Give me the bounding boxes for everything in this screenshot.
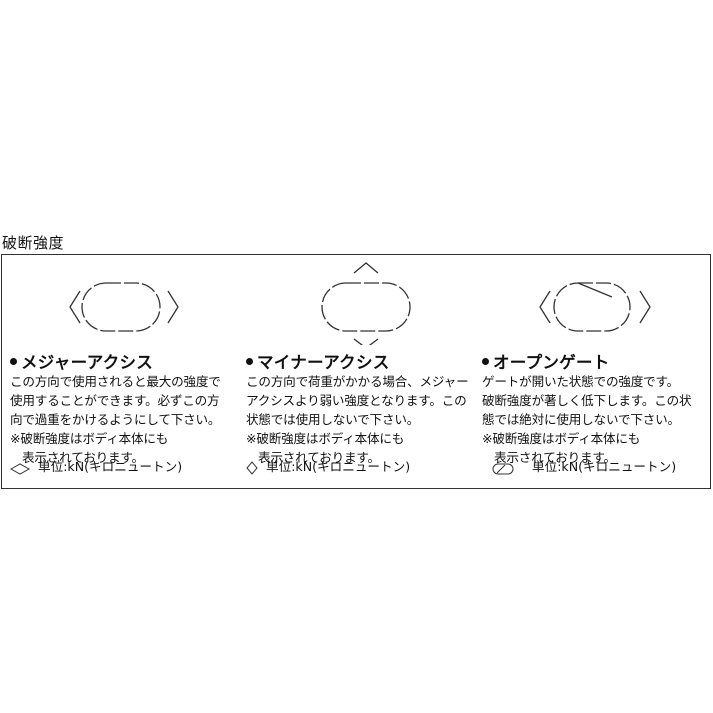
heading-minor-axis: マイナーアクシス (246, 349, 390, 373)
major-axis-diagram-icon (69, 282, 179, 332)
description-line: 状態では使用しないで下さい。 (246, 412, 420, 427)
description-line: 態では絶対に使用しないで下さい。 (482, 412, 680, 427)
heading-text: マイナーアクシス (257, 353, 390, 372)
note-line: ※破断強度はボディ本体にも (482, 431, 641, 446)
description-line: 使用することができます。必ずこの方 (10, 393, 220, 408)
description-line: この方向で荷重がかかる場合、メジャー (246, 374, 469, 389)
column-minor-axis: マイナーアクシス この方向で荷重がかかる場合、メジャー アクシスより弱い強度とな… (238, 255, 474, 488)
column-major-axis: メジャーアクシス この方向で使用されると最大の強度で 使用することができます。必… (2, 255, 238, 488)
unit-row: 単位:kN(キロニュートン) (238, 456, 411, 476)
column-open-gate: オープンゲート ゲートが開いた状態での強度です。 破断強度が著しく低下します。こ… (474, 255, 710, 488)
description-open-gate: ゲートが開いた状態での強度です。 破断強度が著しく低下します。この状 態では絶対… (482, 372, 713, 467)
heading-text: オープンゲート (493, 353, 610, 372)
unit-row: 単位:kN(キロニュートン) (2, 456, 182, 475)
description-minor-axis: この方向で荷重がかかる場合、メジャー アクシスより弱い強度となります。この 状態… (246, 372, 478, 467)
open-gate-diagram-icon (539, 282, 651, 332)
diamond-wide-icon (2, 460, 38, 475)
bullet-icon (246, 358, 253, 365)
open-gate-oval-icon (474, 460, 532, 475)
diamond-tall-icon (238, 460, 266, 476)
description-line: アクシスより弱い強度となります。この (246, 393, 467, 408)
section-title: 破断強度 (2, 234, 65, 252)
unit-label: 単位:kN(キロニュートン) (532, 459, 677, 474)
description-major-axis: この方向で使用されると最大の強度で 使用することができます。必ずこの方 向で過重… (10, 372, 242, 467)
breaking-strength-panel: メジャーアクシス この方向で使用されると最大の強度で 使用することができます。必… (1, 254, 711, 489)
description-line: この方向で使用されると最大の強度で (10, 374, 221, 389)
bullet-icon (482, 358, 489, 365)
note-line: 表示されております。 (258, 450, 380, 465)
note-line: ※破断強度はボディ本体にも (10, 431, 169, 446)
bullet-icon (10, 358, 17, 365)
heading-text: メジャーアクシス (21, 353, 154, 372)
description-line: ゲートが開いた状態での強度です。 (482, 374, 680, 389)
minor-axis-diagram-icon (321, 262, 411, 345)
note-line: ※破断強度はボディ本体にも (246, 431, 405, 446)
unit-label: 単位:kN(キロニュートン) (266, 459, 411, 474)
note-line: 表示されております。 (494, 450, 616, 465)
note-line: 表示されております。 (22, 450, 144, 465)
description-line: 破断強度が著しく低下します。この状 (482, 393, 692, 408)
unit-label: 単位:kN(キロニュートン) (38, 459, 183, 474)
heading-open-gate: オープンゲート (482, 349, 610, 373)
heading-major-axis: メジャーアクシス (10, 349, 153, 373)
unit-row: 単位:kN(キロニュートン) (474, 456, 676, 475)
description-line: 向で過重をかけるようにして下さい。 (10, 412, 221, 427)
